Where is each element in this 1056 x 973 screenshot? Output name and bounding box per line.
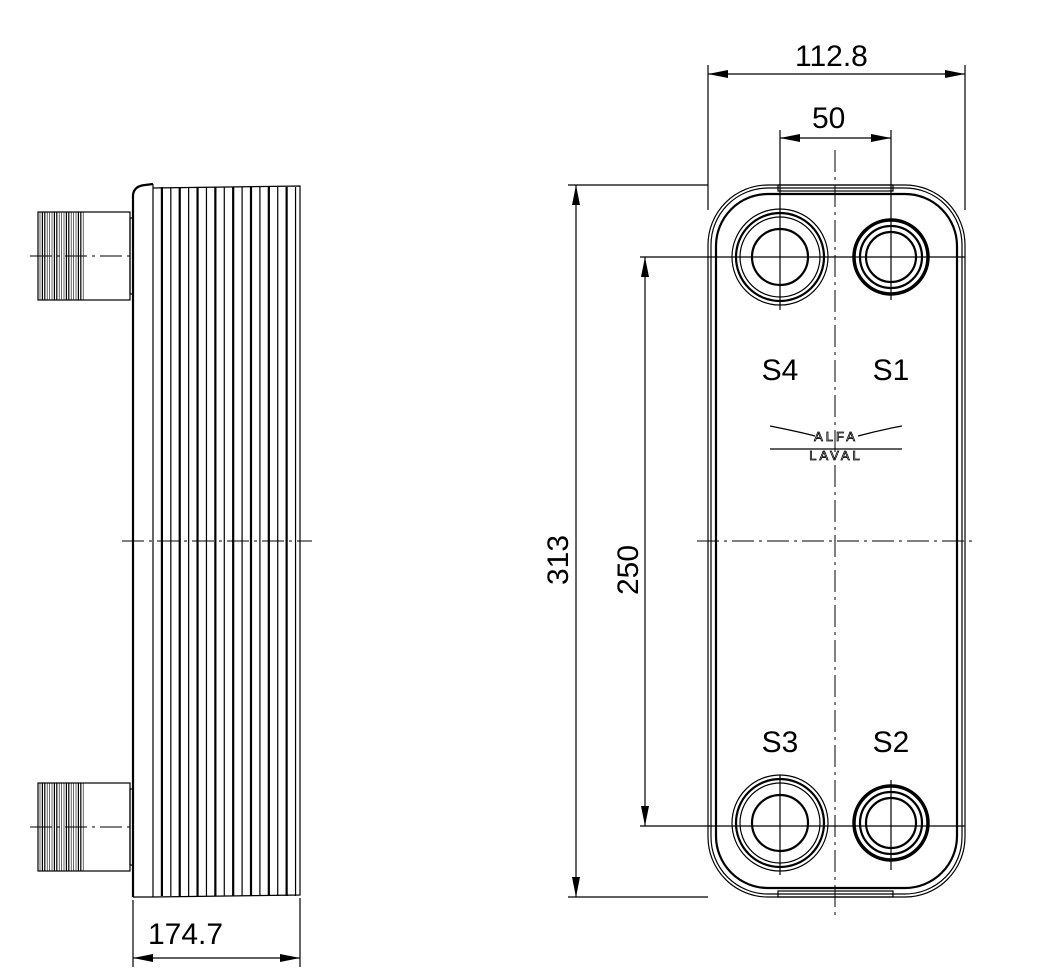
port-spacing-v-label: 250 — [612, 545, 645, 595]
port-label-s3: S3 — [762, 726, 799, 759]
side-view: 174.7 — [30, 182, 312, 967]
connector-top — [37, 211, 134, 301]
svg-text:LAVAL: LAVAL — [809, 448, 863, 463]
width-dimension-label: 112.8 — [795, 40, 868, 73]
port-label-s2: S2 — [873, 726, 910, 759]
height-dimension-label: 313 — [542, 535, 575, 585]
port-spacing-h-label: 50 — [812, 102, 845, 135]
depth-dimension-label: 174.7 — [148, 918, 223, 951]
port-label-s4: S4 — [762, 354, 799, 387]
side-end-plate — [131, 182, 154, 897]
front-view: S4 S1 S3 S2 ALFA LAVAL 112.8 50 313 250 — [542, 40, 975, 918]
svg-text:ALFA: ALFA — [814, 429, 858, 444]
port-label-s1: S1 — [873, 354, 910, 387]
alfa-laval-logo: ALFA LAVAL — [769, 425, 903, 463]
